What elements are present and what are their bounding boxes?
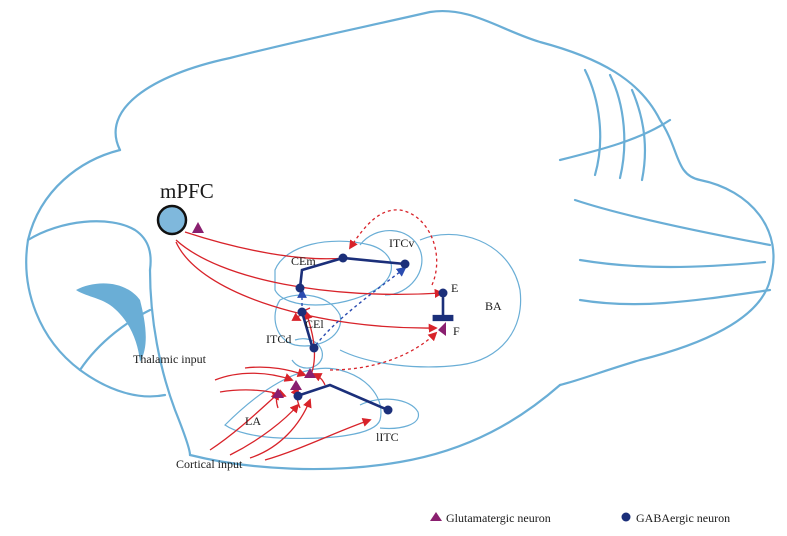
neurons [156,204,448,415]
cem-label: CEm [291,254,316,268]
la-to-f-dashed-arrow [329,331,438,371]
e-label: E [451,281,458,295]
e-gabaergic-neuron [438,288,448,298]
la-glutamatergic-neuron-3 [272,388,284,398]
cem-nucleus-outline [274,240,393,306]
cel-label: CEl [305,317,324,331]
excitatory-projections [175,209,444,461]
itcv-label: ITCv [389,236,414,250]
legend-gabaergic-icon [621,512,631,522]
litc-nucleus-outline [359,398,419,430]
itcd-label: ITCd [266,332,291,346]
cortical-input-arrow-2 [229,403,300,456]
mpfc-to-f-arrow [175,241,438,333]
la-to-cel-arrow [303,310,316,373]
thalamic-input-label: Thalamic input [133,352,207,366]
amygdala-nuclei [224,230,522,439]
la-label: LA [245,414,261,428]
itcd-gabaergic-neuron [309,343,319,353]
itcd-nucleus-outline [291,338,323,369]
la-glutamatergic-neuron-2 [290,380,302,390]
itcv-nucleus-outline [359,230,423,296]
litc-gabaergic-neuron [383,405,393,415]
region-labels: mPFC ITCv CEm E BA CEl F ITCd Thalamic i… [133,179,502,471]
cel-nucleus-outline [274,294,342,347]
thalamic-input-arrow-1 [214,372,294,382]
inhibitory-projections [297,256,454,412]
la-gabaergic-neuron [293,391,303,401]
ba-to-cem-dashed-arrow [349,209,438,286]
ba-nucleus-outline [339,233,522,368]
f-label: F [453,324,460,338]
mpfc-label: mPFC [160,179,214,203]
legend: Glutamatergic neuron GABAergic neuron [430,511,730,525]
cortical-input-label: Cortical input [176,457,243,471]
itcv-gabaergic-neuron [400,259,410,269]
cem-lower-gabaergic-neuron [295,283,305,293]
cel-gabaergic-neuron [297,307,307,317]
mpfc-to-e-arrow [175,239,444,298]
cortical-input-arrow-3 [249,398,312,459]
cortical-to-litc-arrow [264,417,372,461]
legend-glutamatergic-label: Glutamatergic neuron [446,511,551,525]
itcd-to-cel-inhibition [300,310,314,348]
f-glutamatergic-neuron [438,322,446,336]
litc-to-la-inhibition [298,383,390,412]
mpfc-glutamatergic-neuron [192,222,204,233]
ba-label: BA [485,299,502,313]
cem-gabaergic-neuron [338,253,348,263]
legend-gabaergic-label: GABAergic neuron [636,511,730,525]
brain-outline [25,9,775,471]
cem-internal-connection [298,256,407,290]
itcd-to-itcv-dashed-arrow [315,266,407,346]
mpfc-region [156,204,188,236]
la-glutamatergic-neuron-1 [304,368,316,378]
thalamic-input-arrow-2 [244,366,307,378]
mpfc-to-cem-arrow [184,231,346,260]
litc-label: lITC [376,430,399,444]
legend-glutamatergic-icon [430,512,442,521]
